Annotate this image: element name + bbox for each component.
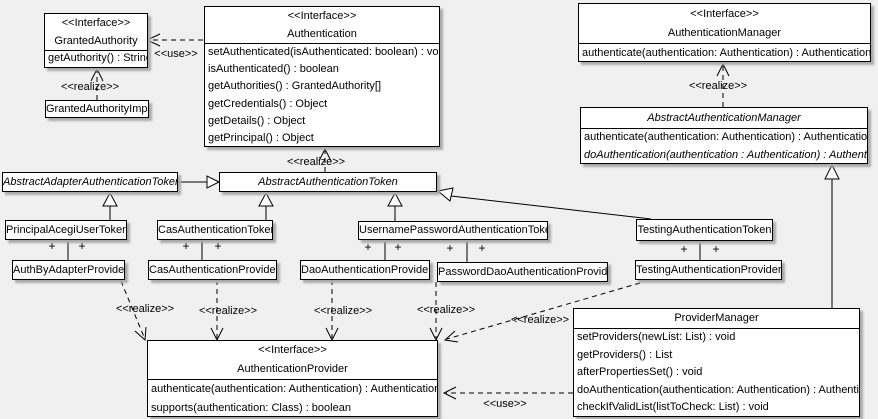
method: getAuthority() : String: [48, 52, 147, 64]
class-name: GrantedAuthorityImpl: [46, 103, 149, 115]
generalization-edge-providermanager: [824, 163, 840, 308]
method: setAuthenticated(isAuthenticated: boolea…: [208, 46, 439, 58]
class-name: TestingAuthenticationProvider: [636, 264, 782, 276]
class-name: AbstractAdapterAuthenticationToken: [3, 176, 178, 188]
use-label-grantedauthority: <<use>>: [154, 48, 198, 60]
realize-edge-testingprovider: [443, 282, 641, 343]
method: getProviders() : List: [577, 348, 673, 361]
class-testing-authentication-token[interactable]: TestingAuthenticationToken: [636, 219, 773, 241]
realize-edge-abstractauthenticationtoken: [318, 147, 332, 172]
method: afterPropertiesSet() : void: [577, 366, 703, 379]
method: authenticate(authentication: Authenticat…: [584, 131, 867, 143]
generalization-edge-castoken: [258, 191, 274, 220]
class-name: AuthByAdapterProvider: [13, 264, 125, 276]
association-role-plus: +: [680, 242, 688, 256]
method: doAuthentication(authentication : Authen…: [584, 148, 867, 161]
realize-label-daoprovider: <<realize>>: [313, 305, 373, 317]
class-name: GrantedAuthority: [54, 35, 138, 47]
method: getCredentials() : Object: [208, 97, 328, 110]
realize-label-testingprovider: <<realize>>: [510, 314, 570, 326]
class-granted-authority[interactable]: <<Interface>> GrantedAuthority getAuthor…: [44, 13, 148, 68]
method: getAuthorities() : GrantedAuthority[]: [208, 80, 382, 93]
method: isAuthenticated() : boolean: [208, 63, 339, 76]
class-auth-by-adapter-provider[interactable]: AuthByAdapterProvider: [12, 260, 125, 280]
class-password-dao-authentication-provider[interactable]: PasswordDaoAuthenticationProvider: [437, 262, 608, 282]
class-abstract-authentication-token[interactable]: AbstractAuthenticationToken: [219, 172, 437, 192]
class-name: AuthenticationManager: [667, 27, 782, 39]
class-authentication[interactable]: <<Interface>> Authentication setAuthenti…: [204, 6, 440, 147]
class-name: AbstractAuthenticationManager: [647, 112, 801, 124]
method: setProviders(newList: List) : void: [577, 331, 736, 343]
use-label-providermanager: <<use>>: [483, 398, 527, 410]
use-edge-providermanager: [442, 386, 573, 400]
generalization-edge-abstractadapter: [178, 175, 221, 189]
association-role-plus: +: [48, 239, 56, 253]
association-role-plus: +: [364, 240, 372, 254]
stereotype-label: <<Interface>>: [287, 10, 357, 22]
class-name: CasAuthenticationToken: [158, 224, 273, 236]
class-testing-authentication-provider[interactable]: TestingAuthenticationProvider: [635, 260, 782, 280]
generalization-edge-principalacegi: [102, 191, 118, 220]
stereotype-label: <<Interface>>: [258, 344, 327, 356]
method: authenticate(authentication: Authenticat…: [151, 383, 437, 395]
realize-label-casprovider: <<realize>>: [198, 305, 258, 317]
class-dao-authentication-provider[interactable]: DaoAuthenticationProvider: [300, 260, 430, 280]
method: getPrincipal() : Object: [208, 132, 314, 145]
class-name: PasswordDaoAuthenticationProvider: [438, 266, 608, 278]
class-name: PrincipalAcegiUserToken: [6, 224, 127, 236]
generalization-edge-testingtoken: [436, 187, 652, 220]
association-role-plus: +: [182, 239, 190, 253]
class-granted-authority-impl[interactable]: GrantedAuthorityImpl: [45, 100, 149, 118]
realize-label-grantedauthorityimpl: <<realize>>: [60, 81, 120, 93]
realize-edge-grantedauthorityimpl: [90, 67, 104, 100]
method: checkIfValidList(listToCheck: List) : vo…: [577, 401, 769, 414]
realize-label-passworddaoprovider: <<realize>>: [416, 304, 476, 316]
association-role-plus: +: [446, 241, 454, 255]
realize-label-abstractauthenticationtoken: <<realize>>: [286, 156, 346, 168]
method: getDetails() : Object: [208, 114, 306, 127]
association-role-plus: +: [78, 239, 86, 253]
class-cas-authentication-token[interactable]: CasAuthenticationToken: [157, 220, 273, 240]
method: doAuthentication(authentication: Authent…: [577, 383, 859, 396]
class-name: UsernamePasswordAuthenticationToken: [359, 224, 548, 236]
class-authentication-provider[interactable]: <<Interface>> AuthenticationProvider aut…: [147, 340, 438, 417]
association-role-plus: +: [214, 239, 222, 253]
association-role-plus: +: [478, 241, 486, 255]
class-name: CasAuthenticationProvider: [149, 264, 277, 276]
class-name: ProviderManager: [674, 312, 759, 324]
class-name: AbstractAuthenticationToken: [258, 176, 398, 188]
realize-edge-abstractauthenticationmanager: [716, 62, 730, 107]
class-name: DaoAuthenticationProvider: [301, 264, 430, 276]
class-provider-manager[interactable]: ProviderManager setProviders(newList: Li…: [573, 308, 860, 417]
class-abstract-authentication-manager[interactable]: AbstractAuthenticationManager authentica…: [580, 107, 868, 164]
class-name: AuthenticationProvider: [237, 363, 348, 375]
method: supports(authentication: Class) : boolea…: [151, 401, 351, 414]
class-authentication-manager[interactable]: <<Interface>> AuthenticationManager auth…: [578, 3, 871, 62]
class-username-password-authentication-token[interactable]: UsernamePasswordAuthenticationToken: [358, 221, 548, 240]
class-cas-authentication-provider[interactable]: CasAuthenticationProvider: [148, 260, 277, 280]
stereotype-label: <<Interface>>: [61, 17, 131, 29]
association-edges: [67, 240, 701, 262]
class-abstract-adapter-authentication-token[interactable]: AbstractAdapterAuthenticationToken: [2, 172, 178, 192]
realize-edge-authbyadapterprovider: [120, 280, 147, 342]
generalization-edge-usernamepasswordtoken: [387, 191, 403, 221]
method: authenticate(authentication: Authenticat…: [582, 47, 870, 59]
class-name: Authentication: [287, 28, 357, 40]
association-role-plus: +: [394, 240, 402, 254]
realize-label-abstractauthenticationmanager: <<realize>>: [688, 80, 748, 92]
class-name: TestingAuthenticationToken: [637, 224, 772, 236]
use-edge-authentication-grantedauthority: [145, 33, 203, 47]
class-principal-acegi-user-token[interactable]: PrincipalAcegiUserToken: [5, 220, 127, 240]
association-role-plus: +: [712, 242, 720, 256]
realize-label-authbyadapterprovider: <<realize>>: [115, 303, 175, 315]
stereotype-label: <<Interface>>: [690, 8, 759, 20]
